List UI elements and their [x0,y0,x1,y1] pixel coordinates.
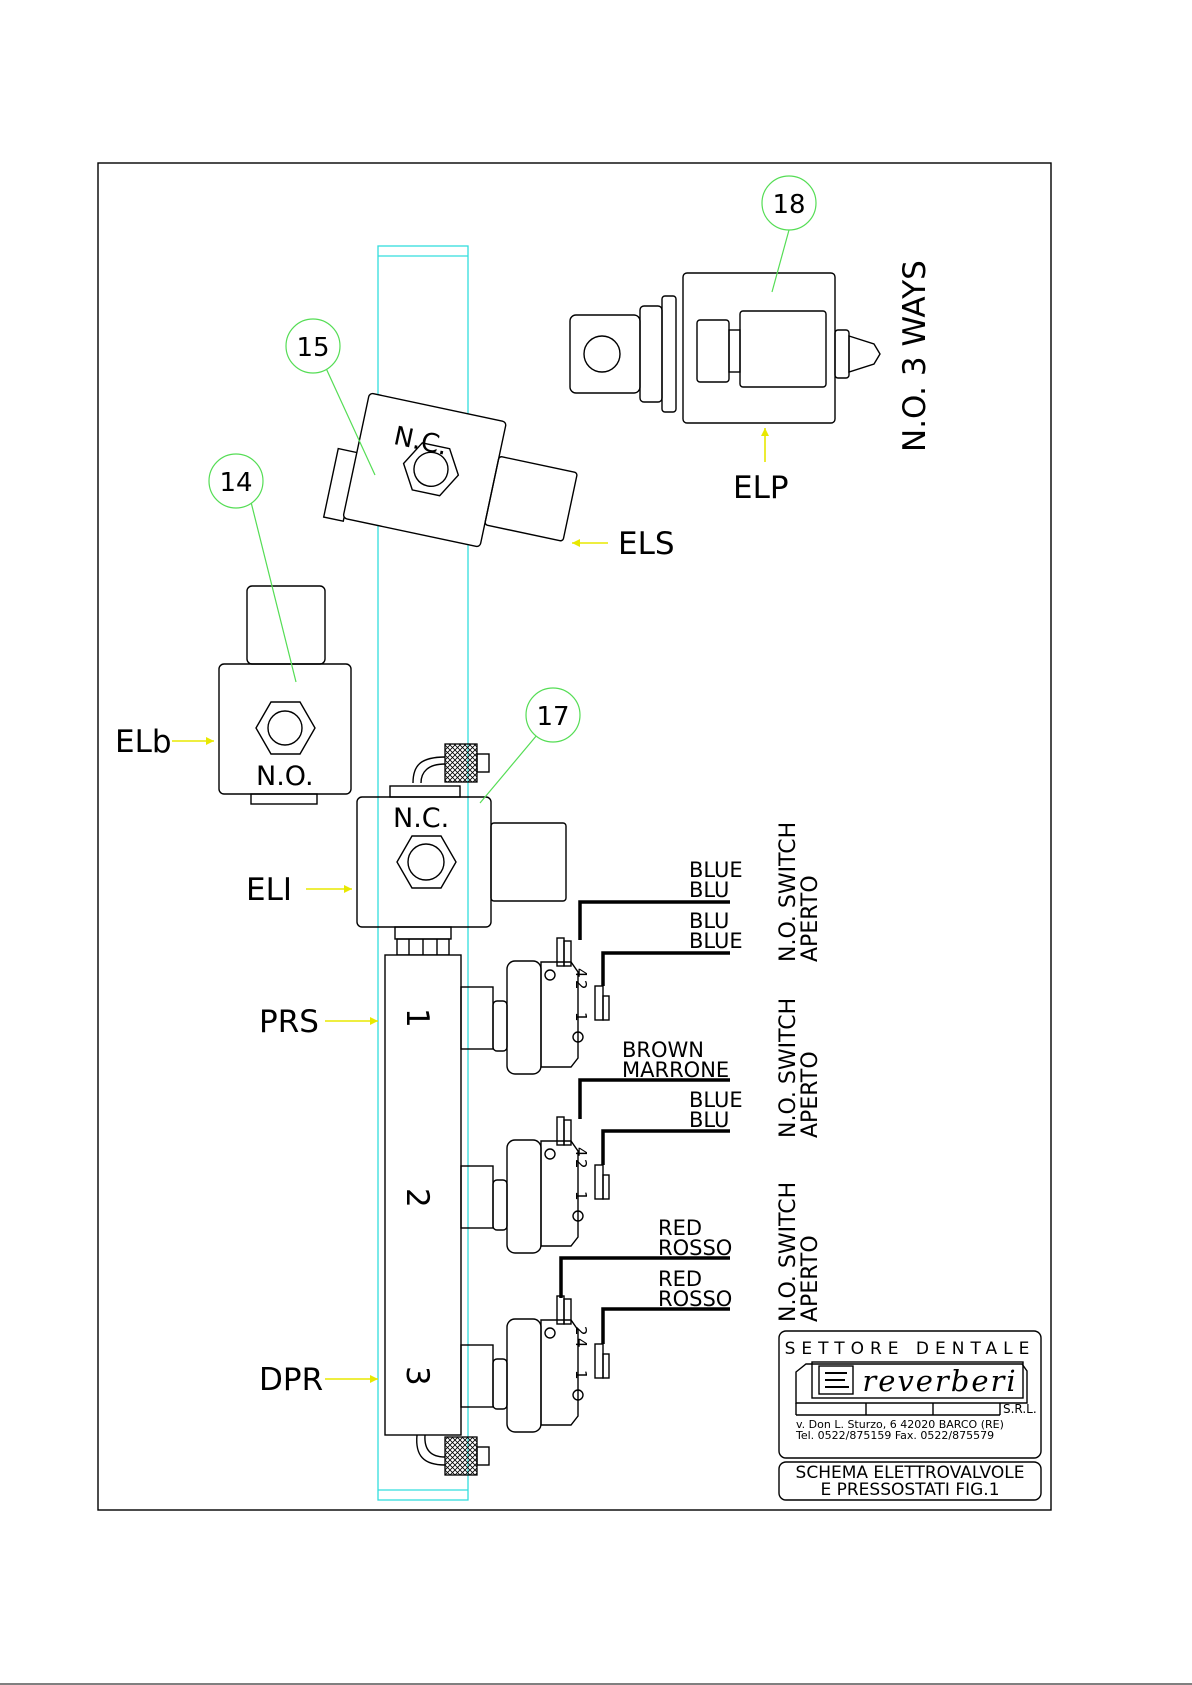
switch-1-type-line2: APERTO [798,875,823,962]
callout-14-leader [250,501,297,683]
switch-3-wire-a-line2: ROSSO [658,1236,732,1260]
switch-3-pin-a: 2 [572,1326,590,1336]
switch-1-pin-a: 4 [572,968,590,978]
callout-17-label: 17 [536,702,569,732]
pressure-manifold [384,954,490,1476]
switch-3-type-line2: APERTO [798,1235,823,1322]
eli-label: ELI [246,872,292,908]
pressure-switch-3: 2 4 1 [460,1256,730,1433]
title-block-title-line1: SCHEMA ELETTROVALVOLE [796,1463,1025,1483]
switch-3-wire-a-line1: RED [658,1216,702,1240]
switch-1-pin-c: 1 [572,1012,590,1022]
manifold-port-3: 3 [399,1366,435,1386]
switch-2-type-line1: N.O. SWITCH [776,998,801,1138]
switch-1-pin-b: 2 [572,980,590,990]
switch-2-wire-a-line2: MARRONE [622,1058,729,1082]
switch-3-wire-b-line2: ROSSO [658,1287,732,1311]
title-block-phone: Tel. 0522/875159 Fax. 0522/875579 [795,1429,994,1442]
cyan-guide-frame [377,245,469,1501]
switch-2-wire-a-line1: BROWN [622,1038,704,1062]
switch-1-wire-a-line1: BLUE [689,858,743,882]
title-block-brand: reverberi [862,1364,1017,1398]
elp-ways-label: N.O. 3 WAYS [897,260,933,452]
switch-3-type-line1: N.O. SWITCH [776,1182,801,1322]
eli-state: N.C. [393,803,449,834]
drawing-border [97,162,1052,1511]
dpr-label: DPR [259,1362,323,1398]
callout-15-leader [324,365,376,476]
switch-2-wire-b-line1: BLUE [689,1088,743,1112]
callout-14-label: 14 [219,468,252,498]
title-block-title-line2: E PRESSOSTATI FIG.1 [820,1480,999,1500]
switch-2-type-line2: APERTO [798,1051,823,1138]
manifold-port-2: 2 [399,1188,435,1208]
title-block-address: v. Don L. Sturzo, 6 42020 BARCO (RE) [796,1418,1004,1431]
callout-15-circle [285,318,341,374]
callout-18-leader [771,229,790,293]
valve-elb: N.O. [218,585,352,805]
pressure-switch-1: 4 2 1 [460,900,730,1075]
switch-3-wire-b-line1: RED [658,1267,702,1291]
els-label: ELS [618,526,675,562]
elp-label: ELP [733,470,789,506]
callout-17-leader [479,734,538,804]
switch-2-pin-c: 1 [572,1191,590,1201]
switch-2-pin-a: 4 [572,1147,590,1157]
prs-label: PRS [259,1004,319,1040]
manifold-port-1: 1 [399,1008,435,1028]
switch-1-wire-b-line2: BLUE [689,929,743,953]
switch-1-wire-a-line2: BLU [689,878,729,902]
pressure-switch-2: 4 2 1 [460,1078,730,1254]
switch-1-wire-b-line1: BLU [689,909,729,933]
elb-state: N.O. [256,761,314,792]
title-block-sector: SETTORE DENTALE [785,1339,1036,1359]
callout-18-circle [761,175,817,231]
callout-18-label: 18 [772,190,805,220]
elb-label: ELb [115,724,172,760]
callout-17-circle [525,687,581,743]
title-block [778,1330,1042,1501]
valve-els: N.C. [322,392,578,548]
switch-2-wire-b-line2: BLU [689,1108,729,1132]
switch-1-type-line1: N.O. SWITCH [776,822,801,962]
callout-14-circle [208,453,264,509]
valve-elp [569,272,881,424]
valve-eli: N.C. [356,743,567,956]
callout-15-label: 15 [296,333,329,363]
switch-2-pin-b: 2 [572,1159,590,1169]
switch-3-pin-b: 4 [572,1338,590,1348]
switch-3-pin-c: 1 [572,1370,590,1380]
title-block-suffix: S.R.L. [1003,1402,1037,1416]
